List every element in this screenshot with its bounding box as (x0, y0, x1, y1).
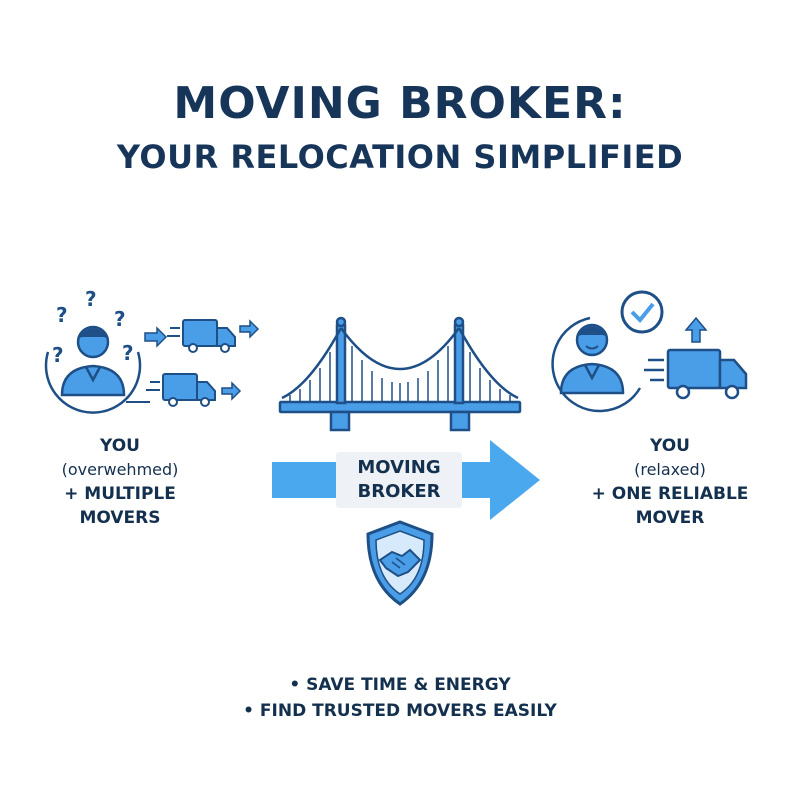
right-label-line: YOU (650, 436, 690, 456)
person-icon (44, 325, 142, 414)
left-label-line: (overwehmed) (61, 460, 179, 479)
right-label-line: + ONE RELIABLE (591, 484, 749, 504)
bridge-icon (278, 316, 522, 432)
up-arrow-icon (684, 316, 708, 343)
benefit-item: • FIND TRUSTED MOVERS EASILY (243, 701, 557, 721)
svg-text:?: ? (52, 343, 64, 367)
person-icon (551, 316, 642, 413)
arrow-icon (144, 319, 260, 401)
broker-box: MOVING BROKER (336, 452, 462, 508)
title-line-1: MOVING BROKER: (173, 78, 627, 129)
svg-text:?: ? (85, 287, 97, 311)
broker-label-line: MOVING (357, 457, 441, 478)
left-label-line: + MULTIPLE (64, 484, 176, 504)
left-label: YOU (overwehmed) + MULTIPLE MOVERS (20, 434, 220, 530)
right-label: YOU (relaxed) + ONE RELIABLE MOVER (570, 434, 770, 530)
truck-icon (126, 373, 216, 407)
question-mark-icon: ? ? ? ? ? (52, 287, 134, 367)
right-label-line: (relaxed) (634, 460, 706, 479)
truck-icon (167, 319, 236, 353)
svg-text:?: ? (56, 303, 68, 327)
left-label-line: YOU (100, 436, 140, 456)
benefits-list: • SAVE TIME & ENERGY • FIND TRUSTED MOVE… (0, 672, 800, 724)
svg-text:?: ? (114, 307, 126, 331)
truck-icon (644, 348, 748, 400)
svg-text:?: ? (122, 341, 134, 365)
title-line-2: YOUR RELOCATION SIMPLIFIED (116, 138, 684, 176)
checkmark-icon (620, 290, 664, 334)
benefit-item: • SAVE TIME & ENERGY (289, 675, 511, 695)
handshake-shield-icon (366, 520, 434, 606)
right-label-line: MOVER (635, 508, 705, 528)
left-label-line: MOVERS (79, 508, 161, 528)
broker-label-line: BROKER (357, 481, 441, 502)
